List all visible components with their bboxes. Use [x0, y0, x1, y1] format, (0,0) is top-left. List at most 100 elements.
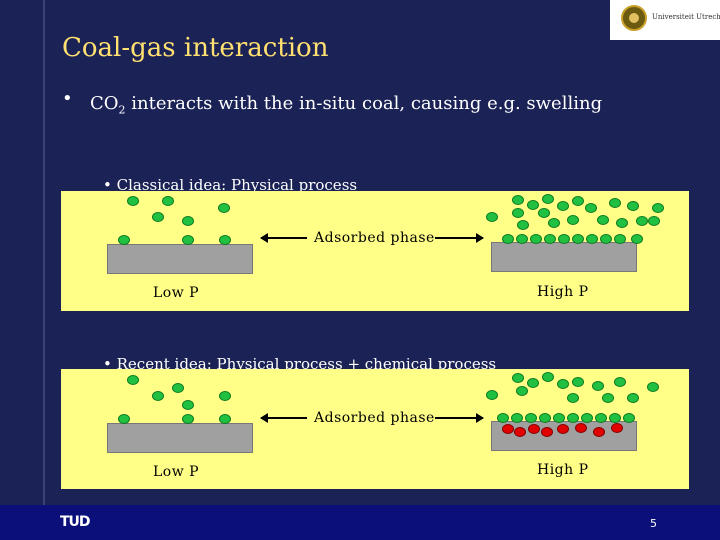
gas-molecule	[600, 234, 612, 244]
gas-molecule	[517, 220, 529, 230]
co2-subscript: 2	[118, 103, 126, 117]
gas-molecule	[567, 215, 579, 225]
coal-slab-low	[107, 423, 253, 453]
slide-title: Coal-gas interaction	[62, 33, 329, 63]
gas-molecule	[597, 215, 609, 225]
gas-molecule	[652, 203, 664, 213]
tu-delft-logo: TUD	[60, 514, 91, 530]
gas-molecule	[127, 375, 139, 385]
gas-molecule	[595, 413, 607, 423]
gas-molecule	[557, 379, 569, 389]
gas-molecule	[558, 234, 570, 244]
university-logo: Universiteit Utrecht	[610, 0, 720, 40]
gas-molecule	[182, 216, 194, 226]
gas-molecule	[548, 218, 560, 228]
gas-molecule	[152, 212, 164, 222]
gas-molecule	[572, 196, 584, 206]
gas-molecule	[182, 235, 194, 245]
gas-molecule	[553, 413, 565, 423]
gas-molecule	[623, 413, 635, 423]
gas-molecule	[557, 201, 569, 211]
gas-molecule	[219, 235, 231, 245]
gas-molecule	[162, 196, 174, 206]
gas-molecule	[616, 218, 628, 228]
gas-molecule	[512, 195, 524, 205]
gas-molecule	[512, 373, 524, 383]
gas-molecule	[542, 194, 554, 204]
adsorbed-phase-label: Adsorbed phase	[314, 410, 435, 426]
coal-slab-high	[491, 242, 637, 272]
low-pressure-label: Low P	[153, 464, 200, 480]
gas-molecule	[647, 382, 659, 392]
gas-molecule	[172, 383, 184, 393]
arrow-right	[435, 233, 484, 243]
gas-molecule	[152, 391, 164, 401]
gas-molecule	[182, 400, 194, 410]
gas-molecule	[530, 234, 542, 244]
page-number: 5	[650, 517, 657, 530]
gas-molecule	[218, 203, 230, 213]
gas-molecule	[127, 196, 139, 206]
gas-molecule	[636, 216, 648, 226]
arrow-right	[435, 413, 484, 423]
gas-molecule	[527, 378, 539, 388]
gas-molecule	[567, 413, 579, 423]
gas-molecule	[544, 234, 556, 244]
gas-molecule	[486, 390, 498, 400]
gas-molecule	[182, 414, 194, 424]
chemisorbed-molecule	[611, 423, 623, 433]
high-pressure-label: High P	[537, 462, 589, 478]
classical-idea-bullet: • Classical idea: Physical process	[103, 176, 358, 191]
gas-molecule	[614, 234, 626, 244]
gas-molecule	[609, 198, 621, 208]
main-bullet-rest: interacts with the in-situ coal, causing…	[125, 93, 603, 114]
chemisorbed-molecule	[502, 424, 514, 434]
gas-molecule	[511, 413, 523, 423]
gas-molecule	[592, 381, 604, 391]
gas-molecule	[586, 234, 598, 244]
low-pressure-label: Low P	[153, 285, 200, 301]
arrow-left	[260, 233, 307, 243]
footer-bar	[0, 505, 720, 540]
university-name: Universiteit Utrecht	[652, 13, 720, 21]
gas-molecule	[539, 413, 551, 423]
gas-molecule	[516, 234, 528, 244]
chemisorbed-molecule	[593, 427, 605, 437]
high-pressure-label: High P	[537, 284, 589, 300]
gas-molecule	[648, 216, 660, 226]
gas-molecule	[219, 391, 231, 401]
co2-prefix: CO	[90, 93, 119, 114]
gas-molecule	[542, 372, 554, 382]
gas-molecule	[627, 393, 639, 403]
university-seal-icon	[621, 5, 647, 31]
gas-molecule	[602, 393, 614, 403]
chemisorbed-molecule	[514, 427, 526, 437]
gas-molecule	[118, 235, 130, 245]
gas-molecule	[572, 234, 584, 244]
gas-molecule	[497, 413, 509, 423]
gas-molecule	[538, 208, 550, 218]
chemisorbed-molecule	[575, 423, 587, 433]
gas-molecule	[516, 386, 528, 396]
chemisorbed-molecule	[541, 427, 553, 437]
arrow-left	[260, 413, 307, 423]
gas-molecule	[631, 234, 643, 244]
recent-diagram-panel: Adsorbed phase Low P High P	[61, 369, 689, 489]
gas-molecule	[219, 414, 231, 424]
gas-molecule	[525, 413, 537, 423]
gas-molecule	[512, 208, 524, 218]
gas-molecule	[527, 200, 539, 210]
left-divider	[43, 0, 45, 505]
gas-molecule	[502, 234, 514, 244]
gas-molecule	[585, 203, 597, 213]
recent-idea-bullet: • Recent idea: Physical process + chemic…	[103, 355, 497, 370]
main-bullet-text: CO2 interacts with the in-situ coal, cau…	[90, 88, 650, 126]
classical-diagram-panel: Adsorbed phase Low P High P	[61, 191, 689, 311]
chemisorbed-molecule	[557, 424, 569, 434]
adsorbed-phase-label: Adsorbed phase	[314, 230, 435, 246]
gas-molecule	[118, 414, 130, 424]
chemisorbed-molecule	[528, 424, 540, 434]
gas-molecule	[581, 413, 593, 423]
gas-molecule	[572, 377, 584, 387]
gas-molecule	[486, 212, 498, 222]
